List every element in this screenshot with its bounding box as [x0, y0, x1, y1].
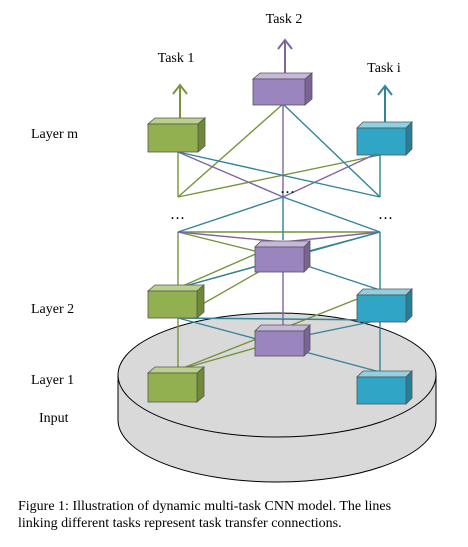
cube-layer-m-taski: [356, 121, 413, 156]
task2-label: Task 2: [266, 12, 303, 27]
cube-task2-output: [251, 72, 314, 106]
layer-2-label: Layer 2: [31, 302, 74, 317]
task1-label: Task 1: [158, 51, 195, 66]
task2-arrow-icon: [277, 38, 293, 76]
ellipsis-left: ...: [171, 206, 186, 223]
text-labels: Task 2 Task 1 Task i Layer m Layer 2 Lay…: [31, 12, 401, 426]
figure-caption: Figure 1: Illustration of dynamic multi-…: [18, 498, 458, 532]
layer-1-label: Layer 1: [31, 373, 74, 388]
taski-label: Task i: [367, 61, 401, 76]
cube-layer-1-taski: [356, 370, 413, 405]
taski-arrow-icon: [377, 84, 393, 124]
cube-layer-2-task1: [146, 284, 206, 319]
ellipsis-center: ...: [281, 180, 296, 197]
connection-taski-top: [177, 103, 381, 198]
cube-layer-1-task1: [146, 366, 206, 403]
input-label: Input: [39, 411, 69, 426]
layer-m-label: Layer m: [31, 127, 78, 142]
ellipsis-right: ...: [379, 206, 394, 223]
cube-layer-2-taski: [356, 288, 413, 323]
cubes: [146, 72, 413, 405]
connection-taski-low: [177, 257, 381, 373]
cube-layer-m-task1: [146, 117, 207, 153]
cube-middle-task2-lower: [254, 324, 311, 357]
caption-line-2: linking different tasks represent task t…: [18, 516, 342, 531]
output-arrows: [172, 38, 393, 124]
connection-task1-top: [177, 103, 381, 198]
connection-taski-mid: [177, 196, 381, 289]
caption-line-1: Figure 1: Illustration of dynamic multi-…: [18, 499, 392, 514]
task1-arrow-icon: [172, 83, 188, 120]
connection-task1-mid: [177, 231, 381, 289]
cube-middle-task2-upper: [254, 240, 311, 273]
